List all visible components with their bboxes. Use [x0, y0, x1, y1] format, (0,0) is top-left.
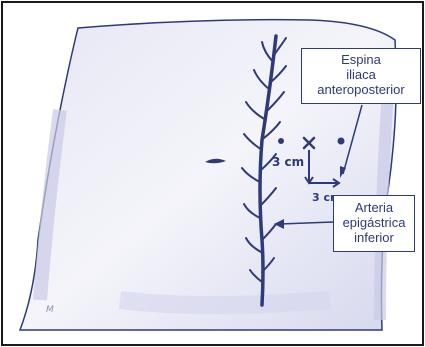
espina-line-2: iliaca	[306, 67, 416, 82]
arteria-epigastrica-label: Arteria epigástrica inferior	[333, 195, 415, 252]
arteria-line-1: Arteria	[338, 200, 410, 215]
landmark-dot-left	[278, 138, 284, 144]
vertical-measure-text: 3 cm	[272, 155, 304, 169]
shade-bottom	[120, 300, 330, 305]
arteria-line-3: inferior	[338, 230, 410, 245]
espina-line-1: Espina	[306, 52, 416, 67]
landmark-dot-right	[338, 138, 345, 145]
espina-iliaca-label: Espina iliaca anteroposterior	[301, 48, 421, 104]
espina-line-3: anteroposterior	[306, 82, 416, 97]
arteria-line-2: epigástrica	[338, 215, 410, 230]
artist-initials-signature: M	[46, 305, 54, 315]
